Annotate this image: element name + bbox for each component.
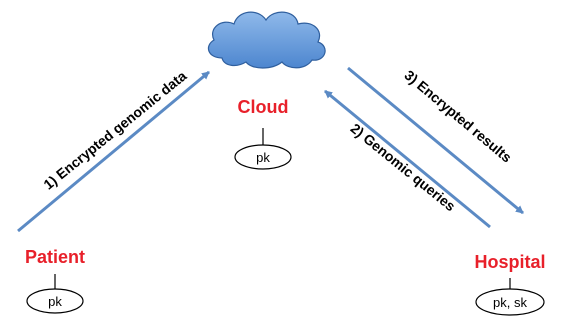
edge-label-encrypted-results: 3) Encrypted results	[402, 67, 516, 166]
cloud-icon	[207, 11, 326, 69]
hospital-key-ellipse	[475, 288, 545, 316]
edge-label-genomic-queries: 2) Genomic queries	[348, 120, 459, 214]
patient-key-ellipse	[26, 288, 84, 314]
patient-key-text: pk	[48, 294, 62, 309]
hospital-label: Hospital	[474, 252, 545, 272]
edge-label-encrypted-genomic-data: 1) Encrypted genomic data	[40, 67, 189, 192]
cloud-key-ellipse	[234, 144, 292, 170]
arrow-hospital-to-cloud	[324, 89, 491, 229]
arrow-patient-to-cloud	[17, 70, 210, 233]
arrow-cloud-to-hospital	[347, 66, 524, 215]
hospital-key-text: pk, sk	[493, 295, 527, 310]
cloud-key-text: pk	[256, 150, 270, 165]
patient-label: Patient	[25, 247, 85, 267]
cloud-label: Cloud	[238, 97, 289, 117]
